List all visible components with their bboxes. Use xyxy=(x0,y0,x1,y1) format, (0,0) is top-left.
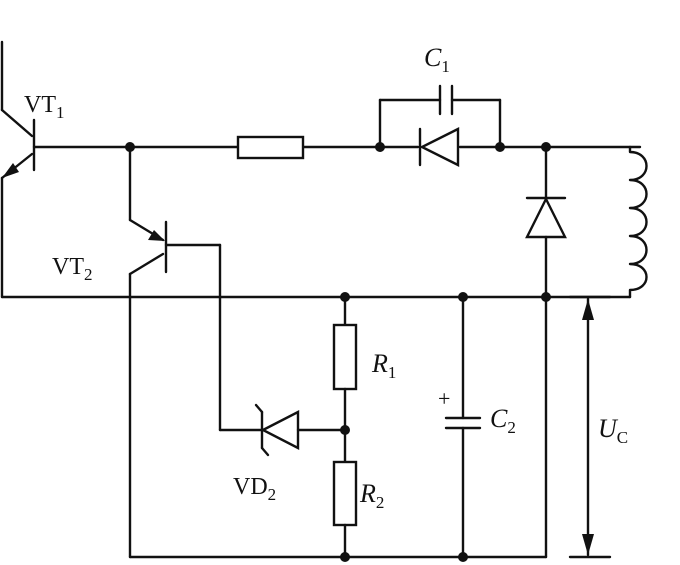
capacitor-c2 xyxy=(444,295,482,559)
voltage-uc-indicator xyxy=(568,295,612,559)
diode-series xyxy=(419,127,460,167)
label-vt1: VT1 xyxy=(24,92,65,122)
label-r2: R2 xyxy=(359,479,384,512)
junction-dots xyxy=(125,142,551,562)
freewheel-diode xyxy=(525,145,567,559)
label-c2-plus: + xyxy=(438,386,450,411)
transistor-vt2 xyxy=(128,145,222,559)
label-uc: UC xyxy=(598,414,628,447)
resistor-top xyxy=(236,135,305,160)
label-c2: C2 xyxy=(490,404,516,437)
resistor-r2 xyxy=(332,460,358,527)
resistor-r1 xyxy=(332,323,358,391)
label-vd2: VD2 xyxy=(233,474,276,504)
c1-diode-network xyxy=(378,84,502,167)
zener-vd2 xyxy=(218,243,347,457)
label-r1: R1 xyxy=(371,349,396,382)
inductor-coil xyxy=(628,145,648,299)
transistor-vt1 xyxy=(0,40,36,299)
label-c1: C1 xyxy=(424,43,450,76)
label-vt2: VT2 xyxy=(52,254,93,284)
